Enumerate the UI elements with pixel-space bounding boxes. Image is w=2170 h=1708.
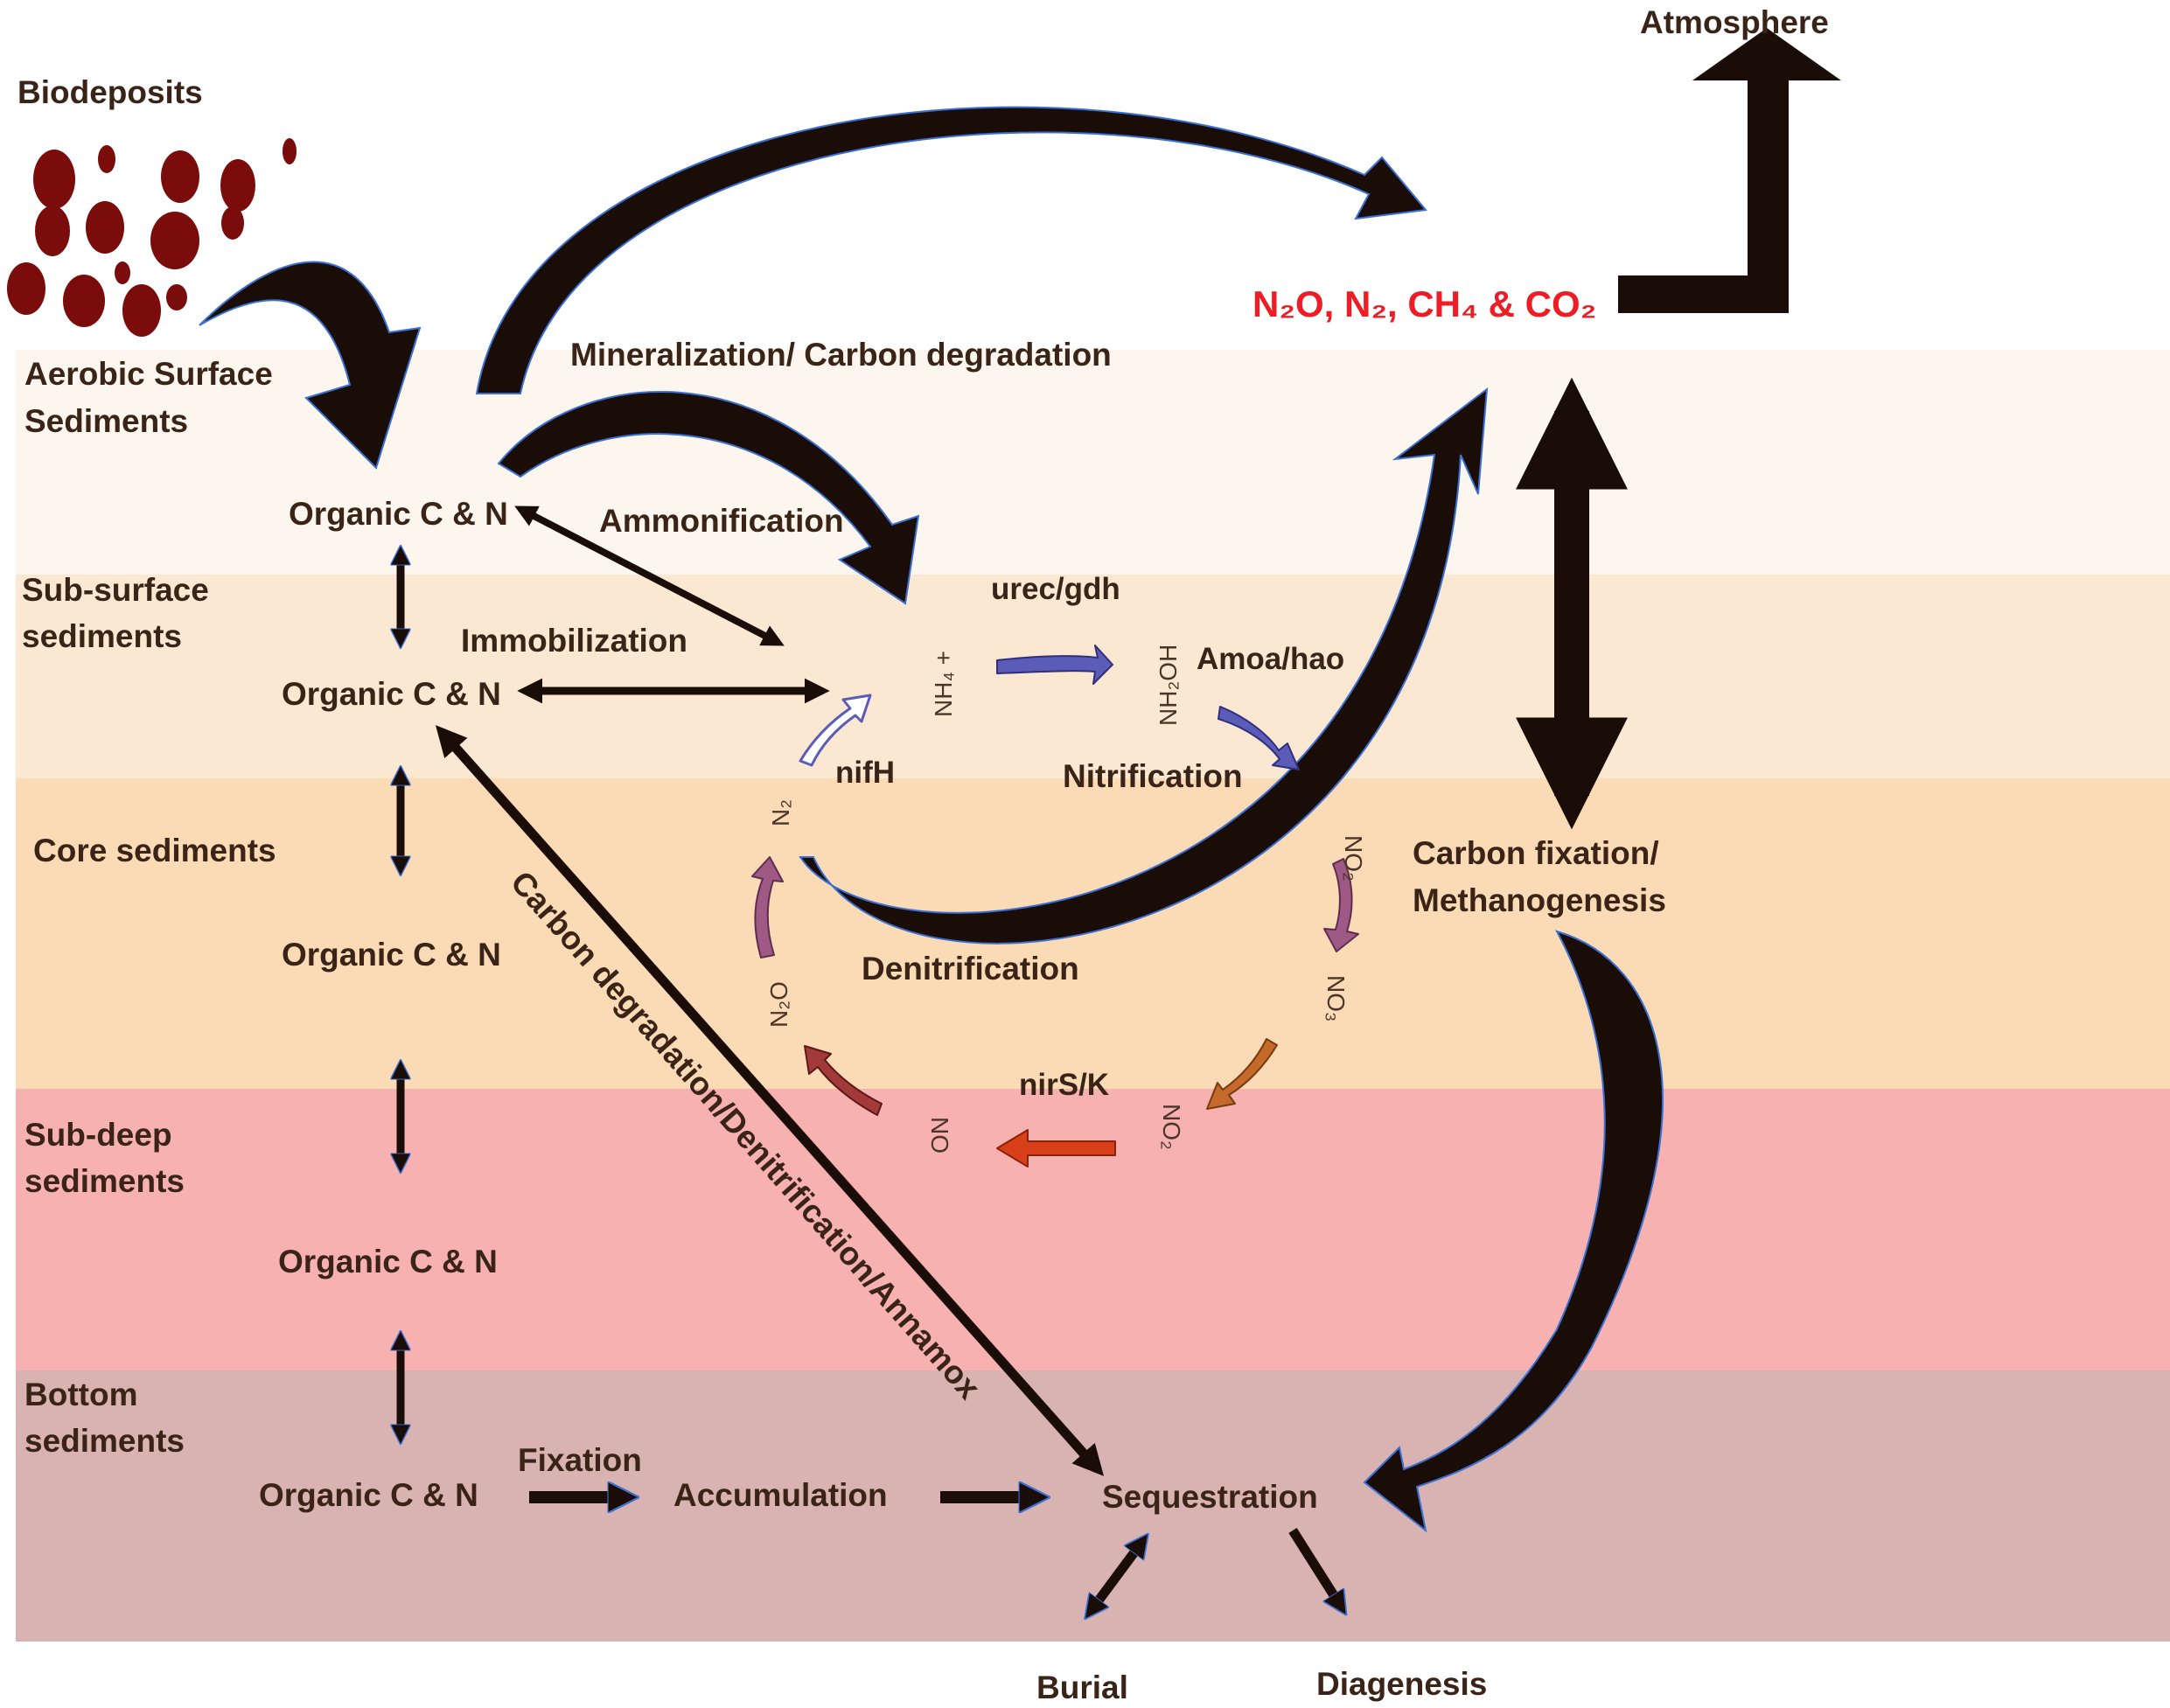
layer-label-aerobic-2: Sediments — [24, 403, 188, 439]
nh2oh-to-no2-arrow — [1218, 706, 1300, 770]
mineralization-label: Mineralization/ Carbon degradation — [570, 337, 1112, 373]
no-to-n2o-arrow — [804, 1045, 883, 1116]
layer-band-aerobic — [16, 350, 2170, 575]
methanogenesis-to-sequestration-arrow — [1363, 930, 1664, 1533]
layer-label-subsurface-1: Sub-surface — [22, 572, 209, 608]
no2-lower-label: NO₂ — [1158, 1104, 1185, 1150]
organic-label-subdeep: Organic C & N — [278, 1244, 498, 1279]
layer-label-subdeep-1: Sub-deep — [24, 1117, 172, 1153]
no2-to-no-arrow — [996, 1129, 1116, 1168]
layer-label-subdeep-2: sediments — [24, 1163, 185, 1199]
amoa-hao-label: Amoa/hao — [1197, 642, 1344, 676]
ammonification-arrow — [514, 505, 785, 646]
biodeposit-particles — [7, 138, 297, 337]
nitrification-label: Nitrification — [1063, 758, 1243, 794]
no3-label: NO₃ — [1322, 975, 1350, 1021]
organic-label-aerobic: Organic C & N — [289, 496, 508, 532]
nifH-label: nifH — [835, 756, 895, 790]
layer-label-aerobic-1: Aerobic Surface — [24, 356, 273, 392]
burial-arrow — [1089, 1539, 1144, 1614]
sequestration-label: Sequestration — [1102, 1479, 1318, 1515]
layer-label-core: Core sediments — [33, 833, 276, 868]
mineralization-arrow — [497, 391, 920, 605]
n2-label: N₂ — [767, 799, 794, 826]
layer-label-bottom-2: sediments — [24, 1423, 185, 1459]
organic-label-core: Organic C & N — [282, 937, 501, 973]
layer-band-core — [16, 778, 2170, 1089]
no3-to-no2-arrow — [1206, 1038, 1278, 1110]
nh2oh-label: NH₂OH — [1155, 645, 1182, 726]
n2o-label: N₂O — [765, 981, 792, 1028]
nh4-to-nh2oh-arrow — [996, 645, 1113, 685]
mineralization-to-atmosphere-arrow — [475, 106, 1427, 394]
layer-label-subsurface-2: sediments — [22, 618, 182, 654]
gases-label: N₂O, N₂, CH₄ & CO₂ — [1252, 283, 1596, 324]
biodeposit-to-organic-arrow — [199, 261, 422, 470]
carbon-fixation-label-1: Carbon fixation/ — [1413, 835, 1659, 871]
no2-to-no3-arrow — [1323, 858, 1359, 952]
diagenesis-label: Diagenesis — [1316, 1666, 1487, 1702]
fixation-label: Fixation — [518, 1442, 642, 1478]
denitrification-label: Denitrification — [862, 951, 1079, 986]
atmosphere-label: Atmosphere — [1640, 4, 1829, 40]
diagenesis-arrow — [1288, 1528, 1343, 1609]
layer-label-bottom-1: Bottom — [24, 1377, 137, 1412]
immobilization-label: Immobilization — [461, 623, 687, 659]
ammonification-label: Ammonification — [599, 503, 844, 539]
no-label: NO — [926, 1117, 953, 1154]
nirS-K-label: nirS/K — [1019, 1068, 1109, 1102]
anammox-arrow — [435, 725, 1105, 1476]
layer-band-subdeep — [16, 1089, 2170, 1370]
nh4-label: NH₄ + — [930, 651, 957, 717]
nitrogen-cycle-arrows — [751, 645, 1359, 1168]
n2o-to-n2-arrow — [751, 856, 784, 959]
accumulation-label: Accumulation — [673, 1477, 888, 1513]
organic-label-bottom: Organic C & N — [259, 1477, 478, 1513]
n2-to-nh4-arrow — [799, 694, 872, 767]
urec-gdh-label: urec/gdh — [991, 572, 1120, 606]
carbon-fixation-label-2: Methanogenesis — [1413, 882, 1666, 918]
biodeposits-label: Biodeposits — [17, 74, 203, 110]
burial-label: Burial — [1036, 1670, 1128, 1705]
no2-upper-label: NO₂ — [1340, 835, 1367, 882]
gases-to-atmosphere-arrow — [1618, 28, 1841, 313]
organic-label-subsurface: Organic C & N — [282, 676, 501, 712]
